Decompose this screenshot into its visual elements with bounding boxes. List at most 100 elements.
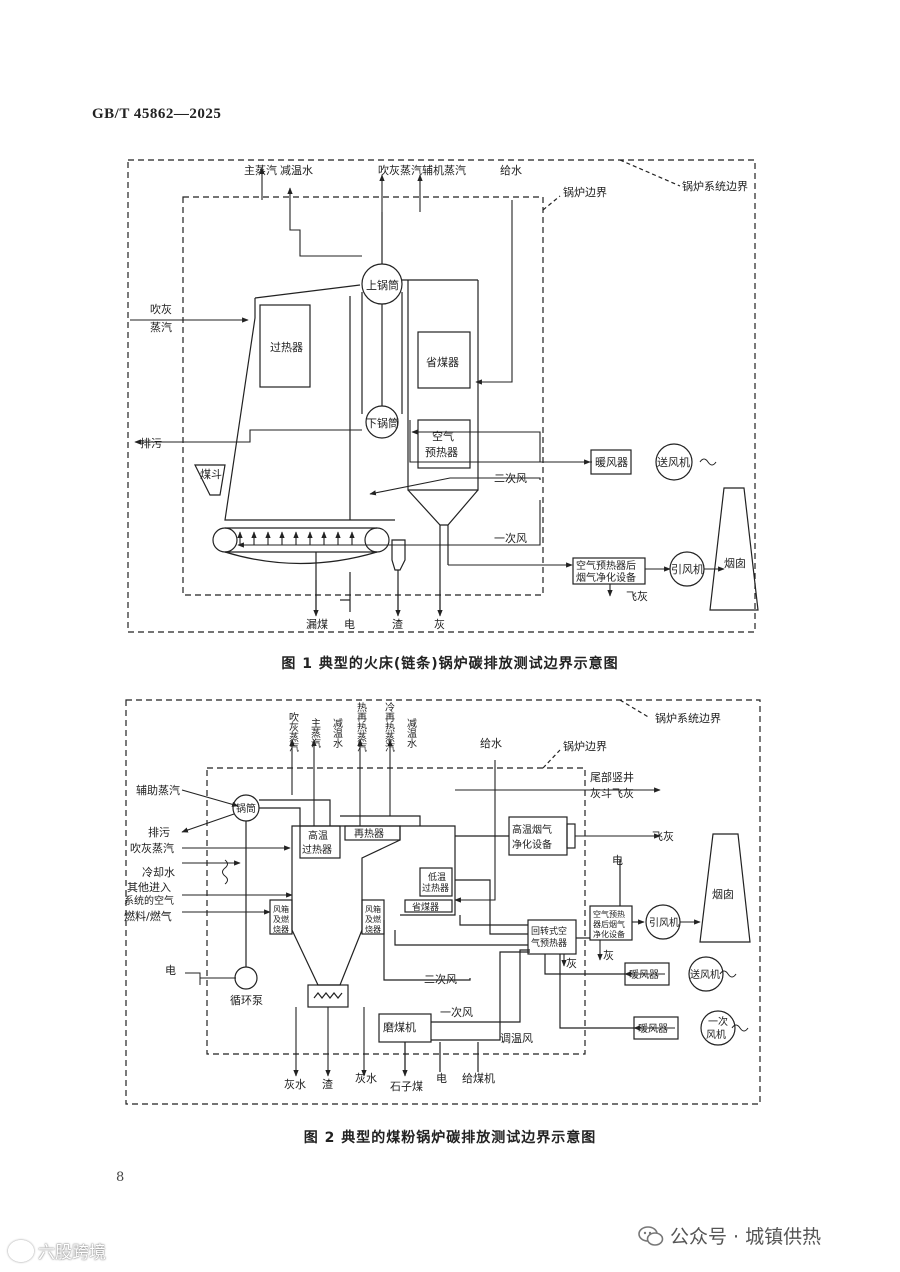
economizer-box: [417, 331, 471, 389]
fig1-soot-in-label-2: 蒸汽: [150, 320, 172, 334]
fig2-reheater-box: [344, 825, 401, 841]
fig2-cooling-water-label: 冷却水: [142, 866, 175, 879]
fig1-economizer-label: 省煤器: [426, 356, 459, 369]
figure-2-caption: 图 2 典型的煤粉锅炉碳排放测试边界示意图: [303, 1130, 597, 1146]
fig2-v-cold-reheat-label: 冷再热蒸汽: [383, 701, 395, 752]
fig2-lt-superheater-box: [419, 867, 453, 897]
fig2-post-aph-box: [589, 905, 633, 941]
fig2-aux-steam-label: 辅助蒸汽: [136, 783, 180, 797]
fig2-electricity-top-label: 电: [612, 854, 623, 867]
fig2-v-soot-label: 吹灰蒸汽: [287, 711, 299, 752]
fig1-secondary-air-label: 二次风: [494, 471, 527, 485]
fig2-burner-right-label-1: 风箱: [365, 904, 381, 914]
fig2-circ-pump: [234, 966, 258, 990]
fig2-system-boundary-box: [125, 699, 761, 1105]
fig2-fd-fan-label: 送风机: [690, 968, 720, 981]
fig1-system-boundary-label: 锅炉系统边界: [682, 180, 748, 193]
fd-fan: [655, 443, 693, 481]
fig2-ht-cleaning-label-1: 高温烟气: [512, 823, 552, 836]
fig1-blowdown-label: 排污: [140, 436, 162, 450]
fig2-burner-right-label-3: 烧器: [365, 924, 381, 934]
fig2-ash-water-1-label: 灰水: [284, 1077, 306, 1091]
fig2-chimney-shape: [699, 833, 751, 943]
fig2-slag-label: 渣: [322, 1077, 333, 1091]
flue-cleaning-box: [572, 557, 646, 585]
fig1-lower-drum-label: 下锅筒: [366, 416, 399, 430]
fig2-mill-label: 磨煤机: [383, 1020, 416, 1034]
fig2-burner-left: [269, 899, 293, 935]
fig1-id-fan-label: 引风机: [671, 562, 704, 576]
fig2-rotary-aph-box: [527, 919, 577, 955]
fig2-tempering-air-label: 调温风: [500, 1032, 533, 1045]
fig2-economizer-box: [404, 899, 453, 913]
fig2-v-hot-reheat-label: 热再热蒸汽: [355, 701, 367, 752]
fig1-coal-hopper-label: 煤斗: [200, 468, 222, 481]
fig1-electricity-label: 电: [344, 618, 355, 631]
figure-1-diagram: 锅炉系统边界 锅炉边界 主蒸汽 减温水 吹灰蒸汽 辅机蒸汽 给水 吹灰 蒸汽 上…: [127, 159, 759, 633]
coal-hopper: [194, 464, 226, 496]
superheater-box: [259, 304, 311, 388]
fig2-heater-1-label: 暖风器: [629, 968, 659, 981]
chimney-shape: [709, 487, 759, 611]
fig1-fly-ash-label: 飞灰: [626, 589, 648, 603]
fig2-reheater-label: 再热器: [354, 827, 384, 840]
fig2-boiler-boundary-box: [206, 767, 586, 1055]
figure-2-diagram: 锅炉系统边界 锅炉边界 给水 尾部竖井 灰斗飞灰 辅助蒸汽 锅筒 排污 吹灰蒸汽…: [124, 699, 761, 1105]
fig2-secondary-air-label: 二次风: [424, 972, 457, 986]
fig1-slag-label: 渣: [392, 617, 403, 631]
brand-logo-icon: [8, 1239, 34, 1262]
fig2-post-aph-label-3: 净化设备: [593, 929, 625, 939]
fig2-blowdown-label: 排污: [148, 825, 170, 839]
fig2-rotary-aph-label-2: 气预热器: [531, 937, 567, 949]
fig2-ht-cleaning-label-2: 净化设备: [512, 838, 552, 851]
fig1-ash-label: 灰: [434, 617, 445, 631]
fig1-desuperheat-label: 减温水: [280, 164, 313, 177]
fig1-aph-label-2: 预热器: [425, 446, 458, 459]
fig1-main-steam-label: 主蒸汽: [244, 163, 277, 177]
fig2-circ-pump-label: 循环泵: [230, 994, 263, 1007]
fig2-burner-left-label-2: 及燃: [273, 914, 289, 924]
fig2-fuel-gas-label: 燃料/燃气: [124, 909, 172, 923]
fig2-electricity-left-label: 电: [165, 964, 176, 977]
fig2-post-aph-label-1: 空气预热: [593, 909, 625, 919]
fig1-soot-steam-out-label: 吹灰蒸汽: [378, 163, 422, 177]
fig2-ash-right-label: 灰: [566, 956, 577, 970]
fig2-lt-superheater-label-1: 低温: [428, 871, 446, 883]
fig2-stone-coal-label: 石子煤: [390, 1080, 423, 1093]
fig1-flue-cleaning-label-2: 烟气净化设备: [576, 571, 636, 584]
fig2-rotary-aph-label-1: 回转式空: [531, 925, 567, 937]
standard-number: GB/T 45862—2025: [92, 106, 222, 122]
fig2-ht-superheater-box: [299, 825, 341, 859]
fig1-soot-in-label-1: 吹灰: [150, 302, 172, 316]
fig2-ht-superheater-label-2: 过热器: [302, 843, 332, 856]
fig2-drum-label: 锅筒: [236, 802, 256, 815]
fig1-fd-fan-label: 送风机: [657, 455, 690, 469]
fig2-soot-steam-label: 吹灰蒸汽: [130, 841, 174, 855]
fig1-superheater-label: 过热器: [270, 341, 303, 354]
fig1-leaked-coal-label: 漏煤: [306, 618, 328, 631]
fig1-upper-drum-label: 上锅筒: [366, 278, 399, 292]
fig1-aph-label-1: 空气: [432, 429, 454, 443]
fig1-chimney-label: 烟囱: [724, 556, 746, 570]
watermark-right: 公众号 · 城镇供热: [638, 1222, 821, 1249]
fig1-heater-label: 暖风器: [595, 456, 628, 469]
fig1-boiler-boundary-label: 锅炉边界: [563, 186, 607, 199]
boiler-boundary-box: [182, 196, 544, 596]
fig2-ht-superheater-label-1: 高温: [308, 829, 328, 842]
fig2-ash-water-2-label: 灰水: [355, 1071, 377, 1085]
fig2-tail-shaft-label-1: 尾部竖井: [590, 770, 634, 784]
fig2-id-fan-label: 引风机: [649, 916, 679, 929]
fig2-heater-2-label: 暖风器: [638, 1022, 668, 1035]
fig2-burner-right: [361, 899, 385, 935]
page-number: 8: [116, 1170, 125, 1185]
fig2-feeder-label: 给煤机: [462, 1071, 495, 1085]
fig2-other-air-label-2: 系统的空气: [124, 894, 174, 907]
fig1-feed-water-label: 给水: [500, 164, 522, 177]
watermark-right-text: 公众号 · 城镇供热: [670, 1226, 822, 1248]
fig2-economizer-label: 省煤器: [412, 901, 439, 913]
fig2-v-main-label: 主蒸汽: [309, 718, 321, 748]
watermark-left-text: 六股跨境: [38, 1243, 106, 1263]
fig1-flue-cleaning-label-1: 空气预热器后: [576, 559, 636, 572]
fig2-post-aph-label-2: 器后烟气: [593, 919, 625, 929]
fig2-burner-left-label-1: 风箱: [273, 904, 289, 914]
